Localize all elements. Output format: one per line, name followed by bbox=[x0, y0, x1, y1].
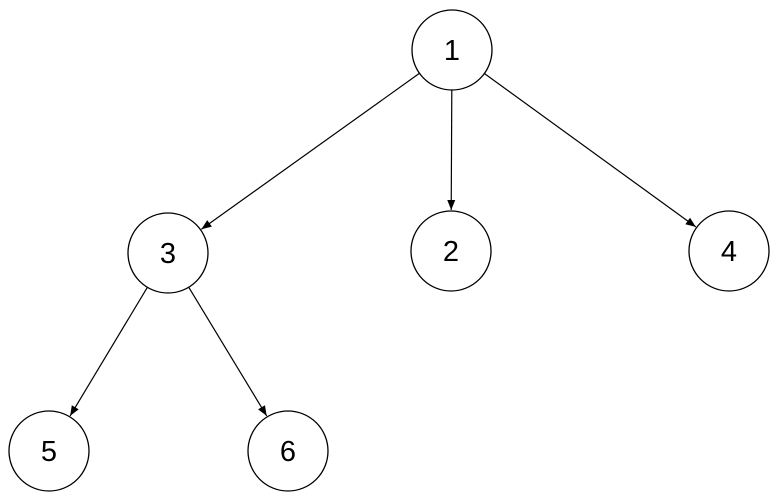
node-circle-1 bbox=[411, 9, 493, 91]
node-label-2: 2 bbox=[443, 236, 459, 268]
node-label-6: 6 bbox=[280, 436, 296, 468]
nodes-layer: 1 3 2 4 5 6 bbox=[8, 9, 770, 492]
edge-1-2 bbox=[447, 89, 456, 211]
node-label-3: 3 bbox=[160, 238, 176, 270]
node-label-1: 1 bbox=[444, 35, 460, 67]
node-circle-3 bbox=[127, 212, 209, 294]
tree-node-4: 4 bbox=[688, 210, 770, 292]
edge-1-3 bbox=[201, 72, 420, 230]
node-circle-5 bbox=[8, 410, 90, 492]
edges-layer bbox=[69, 72, 697, 417]
tree-node-5: 5 bbox=[8, 410, 90, 492]
node-label-4: 4 bbox=[721, 236, 737, 268]
node-circle-4 bbox=[688, 210, 770, 292]
edge-1-4 bbox=[484, 73, 697, 228]
tree-node-2: 2 bbox=[410, 210, 492, 292]
edge-3-5 bbox=[69, 286, 148, 417]
node-circle-2 bbox=[410, 210, 492, 292]
tree-node-6: 6 bbox=[247, 410, 329, 492]
tree-node-1: 1 bbox=[411, 9, 493, 91]
node-label-5: 5 bbox=[41, 436, 57, 468]
edge-3-6 bbox=[188, 286, 268, 417]
node-circle-6 bbox=[247, 410, 329, 492]
tree-node-3: 3 bbox=[127, 212, 209, 294]
